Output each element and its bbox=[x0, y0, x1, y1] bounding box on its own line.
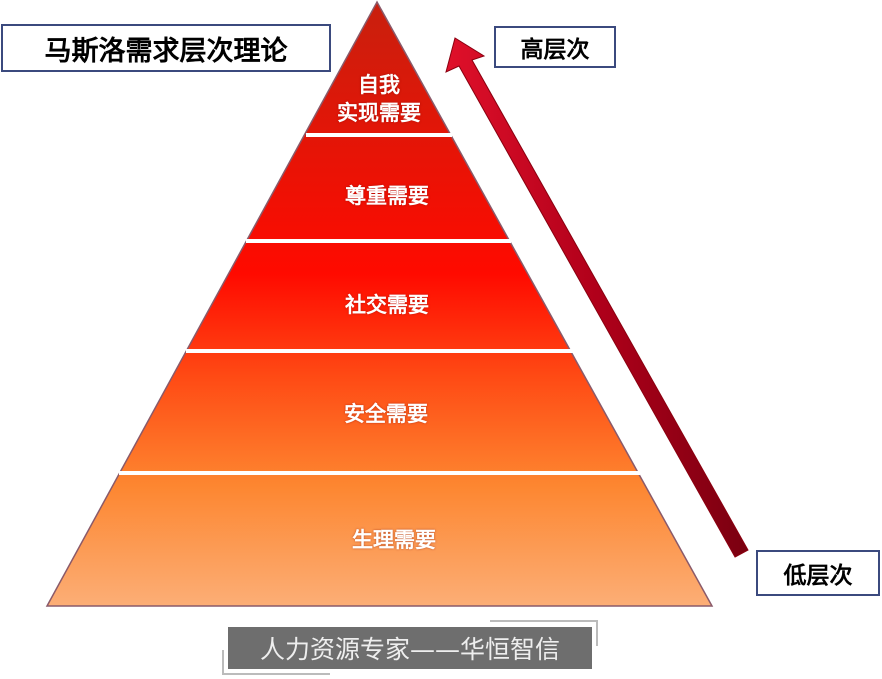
watermark-bracket bbox=[596, 620, 598, 646]
level-label-line2: 实现需要 bbox=[337, 101, 421, 125]
level-esteem: 尊重需要 bbox=[345, 184, 429, 208]
diagram-title: 马斯洛需求层次理论 bbox=[1, 24, 331, 72]
watermark-bracket bbox=[222, 673, 330, 675]
level-social: 社交需要 bbox=[345, 293, 429, 317]
low-level-label: 低层次 bbox=[756, 550, 880, 596]
high-level-label: 高层次 bbox=[494, 26, 616, 68]
level-physiological: 生理需要 bbox=[352, 528, 436, 552]
watermark-bracket bbox=[222, 650, 224, 674]
level-label-line1: 自我 bbox=[358, 73, 400, 97]
pyramid bbox=[45, 0, 714, 607]
watermark-bracket bbox=[490, 620, 598, 622]
watermark: 人力资源专家——华恒智信 bbox=[228, 627, 592, 669]
level-self-actualization: 自我 实现需要 bbox=[337, 71, 421, 127]
up-arrow-icon bbox=[445, 37, 749, 558]
level-safety: 安全需要 bbox=[344, 402, 428, 426]
